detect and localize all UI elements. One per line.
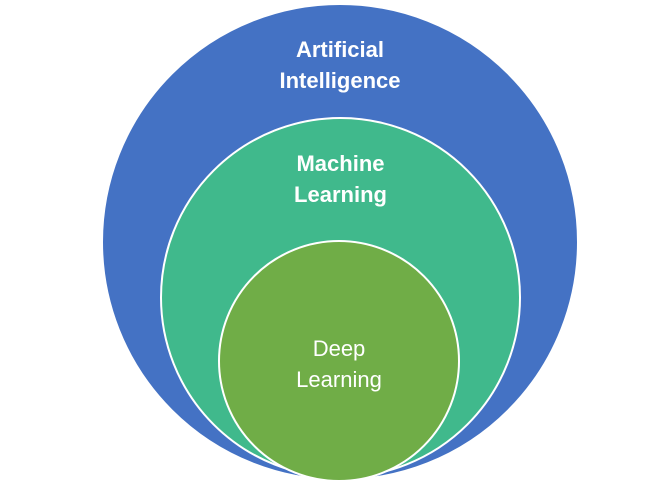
deep-learning-label: Deep Learning [220,333,458,395]
label-line: Artificial [295,37,385,62]
deep-learning-circle: Deep Learning [218,240,460,482]
label-line: Deep [312,336,366,361]
label-line: Machine [296,151,385,176]
label-line: Intelligence [279,68,401,93]
label-line: Learning [296,367,382,392]
label-line: Learning [294,182,387,207]
artificial-intelligence-label: Artificial Intelligence [103,34,577,96]
machine-learning-label: Machine Learning [162,148,519,210]
